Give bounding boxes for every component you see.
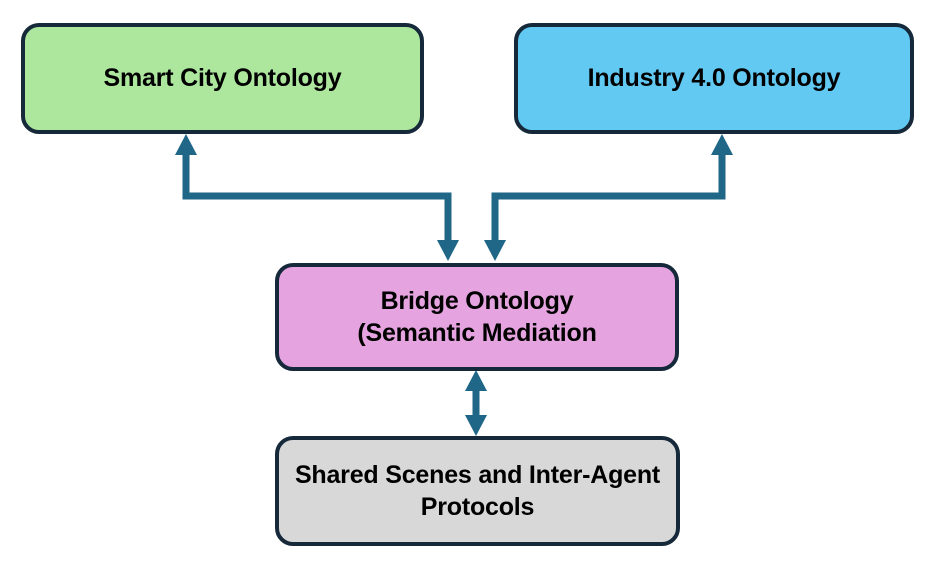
edge-industry-bridge-line — [491, 150, 726, 245]
node-smart-city-ontology[interactable]: Smart City Ontology — [21, 23, 424, 134]
node-shared-scenes-protocols-label: Shared Scenes and Inter-Agent Protocols — [294, 460, 661, 522]
arrow-head-down-bridge-left — [437, 240, 459, 261]
arrow-head-up-industry — [711, 134, 733, 155]
edge-bridge-shared — [465, 370, 487, 436]
node-bridge-ontology[interactable]: Bridge Ontology (Semantic Mediation — [275, 263, 679, 371]
arrow-head-down-bridge-right — [484, 240, 506, 261]
node-industry-40-ontology-label: Industry 4.0 Ontology — [587, 64, 841, 93]
edge-industry-bridge — [484, 134, 733, 261]
node-smart-city-ontology-label: Smart City Ontology — [103, 64, 342, 93]
arrow-head-down-shared — [465, 415, 487, 436]
arrow-head-up-bridge-bottom — [465, 370, 487, 391]
node-industry-40-ontology[interactable]: Industry 4.0 Ontology — [514, 23, 914, 134]
edge-smart-city-bridge-line — [182, 150, 452, 245]
node-shared-scenes-protocols[interactable]: Shared Scenes and Inter-Agent Protocols — [275, 436, 680, 546]
node-bridge-ontology-label: Bridge Ontology (Semantic Mediation — [357, 286, 597, 348]
edge-smart-city-bridge — [175, 134, 459, 261]
arrow-head-up-smart-city — [175, 134, 197, 155]
